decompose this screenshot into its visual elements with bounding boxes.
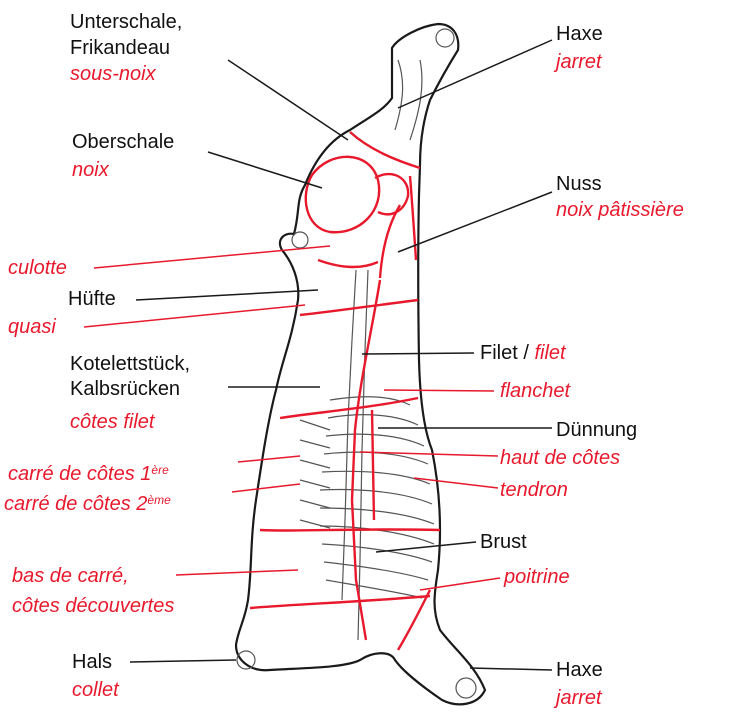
label-noix-patissiere-fr: noix pâtissière	[556, 198, 684, 222]
label-brust-de: Brust	[480, 530, 527, 554]
label-carre-1-fr: carré de côtes 1ère	[8, 462, 169, 486]
label-filet: Filet / filet	[480, 341, 566, 365]
label-jarret-bottom-fr: jarret	[556, 686, 602, 710]
label-huefte-de: Hüfte	[68, 287, 116, 311]
label-nuss-de: Nuss	[556, 172, 602, 196]
label-poitrine-fr: poitrine	[504, 565, 570, 589]
label-tendron-fr: tendron	[500, 478, 568, 502]
label-flanchet-fr: flanchet	[500, 379, 570, 403]
label-sous-noix-fr: sous-noix	[70, 62, 156, 86]
label-cotes-filet-fr: côtes filet	[70, 410, 154, 434]
label-quasi-fr: quasi	[8, 315, 56, 339]
label-collet-fr: collet	[72, 678, 119, 702]
label-haxe-top-de: Haxe	[556, 22, 603, 46]
bone-sketch	[237, 29, 476, 698]
label-kalbsruecken-de: Kalbsrücken	[70, 377, 180, 401]
label-duennung-de: Dünnung	[556, 418, 637, 442]
label-culotte-fr: culotte	[8, 256, 67, 280]
label-jarret-top-fr: jarret	[556, 50, 602, 74]
label-carre-2-fr: carré de côtes 2ème	[4, 492, 171, 516]
label-frikandeau-de: Frikandeau	[70, 36, 170, 60]
label-oberschale-de: Oberschale	[72, 130, 174, 154]
label-haxe-bottom-de: Haxe	[556, 658, 603, 682]
label-hals-de: Hals	[72, 650, 112, 674]
label-haut-de-cotes-fr: haut de côtes	[500, 446, 620, 470]
label-unterschale-de: Unterschale,	[70, 10, 182, 34]
label-bas-de-carre-fr: bas de carré,	[12, 564, 129, 588]
label-kotelettstueck-de: Kotelettstück,	[70, 352, 190, 376]
label-cotes-decouvertes-fr: côtes découvertes	[12, 594, 174, 618]
label-noix-fr: noix	[72, 158, 109, 182]
